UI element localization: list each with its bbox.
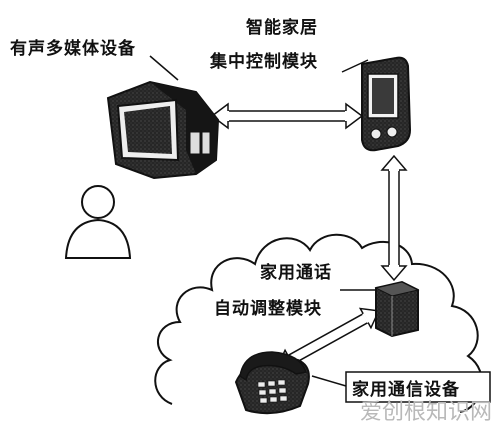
arrow-controller-module: [380, 154, 408, 282]
cloud-boundary: [154, 233, 483, 413]
label-home-comm-device: 家用通信设备: [352, 380, 460, 400]
leader-controller: [341, 59, 369, 73]
label-multimedia-device: 有声多媒体设备: [10, 39, 136, 59]
label-smart-home-line2: 集中控制模块: [210, 52, 318, 72]
handheld-controller-icon: [361, 56, 412, 152]
leader-multimedia: [149, 55, 179, 81]
leader-comm-device: [311, 375, 347, 387]
arrow-monitor-controller: [210, 102, 364, 130]
person-icon: [64, 185, 132, 259]
comm-device-label-box: [345, 371, 491, 403]
crt-monitor-icon: [106, 80, 220, 180]
telephone-icon: [234, 351, 310, 415]
module-box-icon: [374, 280, 420, 338]
label-smart-home-line1: 智能家居: [246, 18, 318, 38]
label-call-module-line1: 家用通话: [260, 263, 332, 283]
label-call-module-line2: 自动调整模块: [214, 299, 322, 319]
watermark-text: 爱创根知识网: [360, 400, 493, 425]
